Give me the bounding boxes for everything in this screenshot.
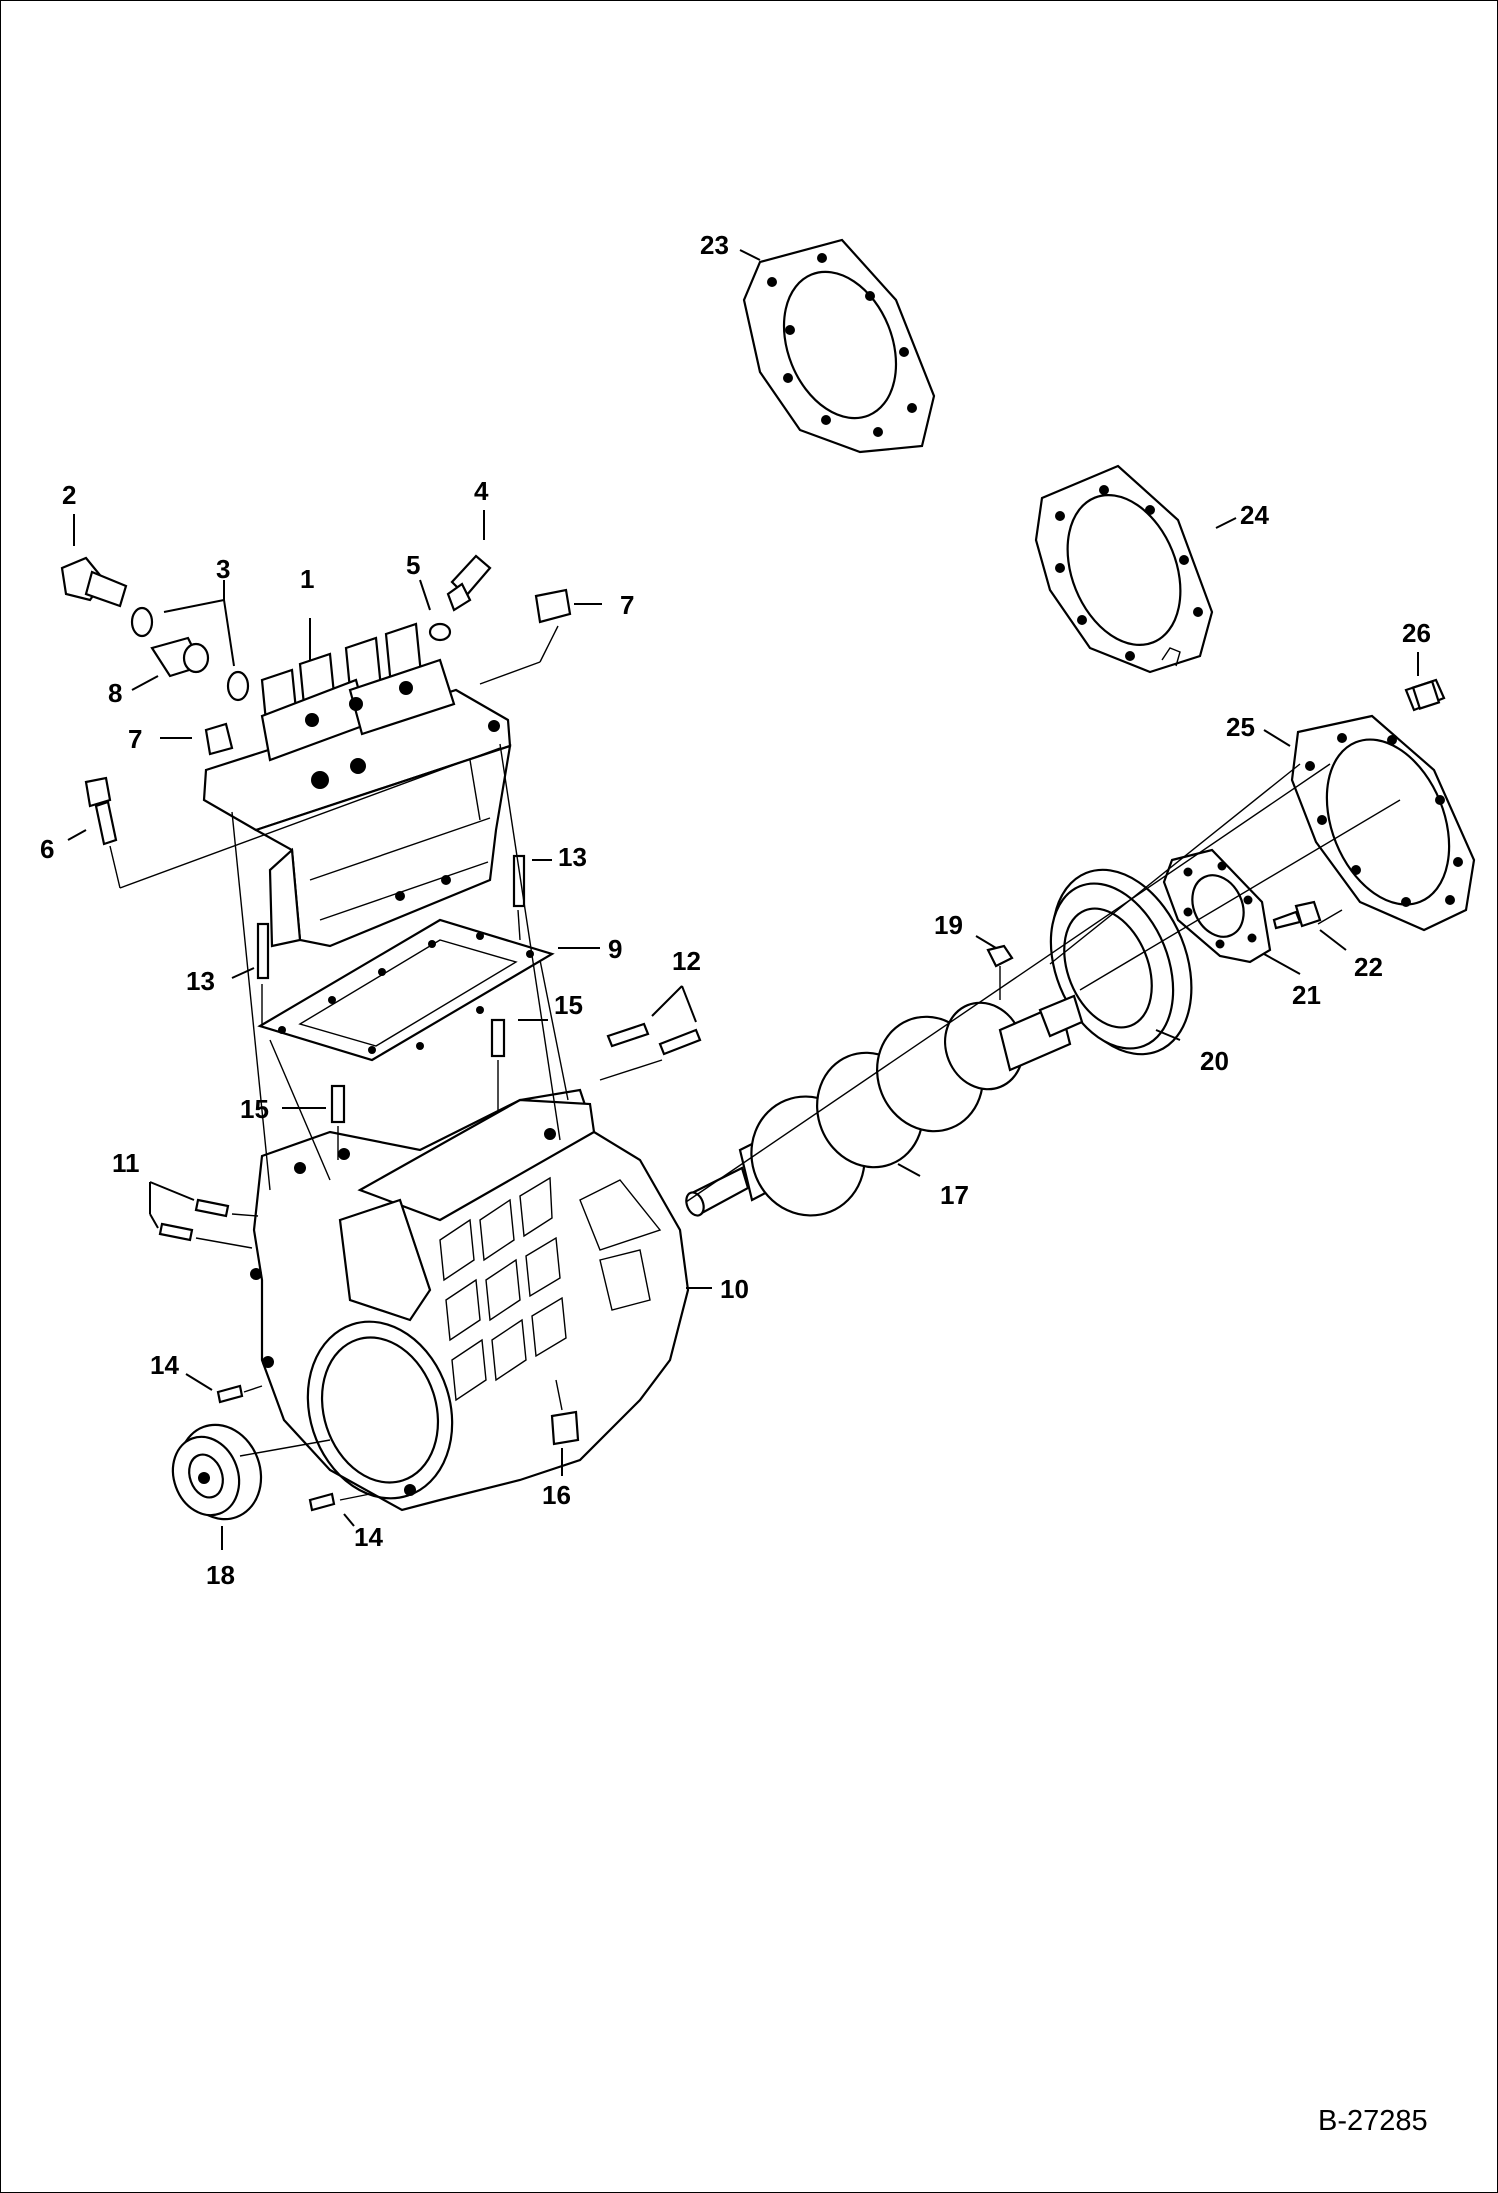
callout-13-right: 13 — [558, 842, 587, 872]
part-5-washer — [428, 622, 452, 642]
callout-24: 24 — [1240, 500, 1269, 530]
part-15-pins — [330, 1018, 506, 1124]
callout-5: 5 — [406, 550, 420, 580]
part-24-gasket-plate — [1034, 464, 1214, 674]
part-1-injection-pump — [202, 622, 512, 948]
callout-25: 25 — [1226, 712, 1255, 742]
part-14-pins — [216, 1384, 336, 1512]
part-16-plug — [550, 1410, 580, 1446]
part-10-gear-case — [250, 1088, 690, 1512]
callout-11: 11 — [112, 1148, 140, 1178]
part-26-bolt — [1404, 678, 1446, 712]
callout-14-bottom: 14 — [354, 1522, 383, 1552]
part-22-bolt — [1272, 900, 1322, 930]
part-13-studs — [256, 854, 526, 980]
callout-10: 10 — [720, 1274, 749, 1304]
part-3-washers — [130, 606, 250, 702]
part-6-bolt — [84, 776, 118, 846]
callout-labels: 1 2 3 4 5 6 7 7 8 9 10 11 12 13 13 14 14… — [40, 230, 1431, 1590]
callout-16: 16 — [542, 1480, 571, 1510]
part-23-gasket-plate — [742, 238, 936, 454]
part-8-banjo-fitting — [150, 636, 210, 678]
part-19-key — [986, 944, 1014, 968]
callout-15-left: 15 — [240, 1094, 269, 1124]
callout-15-right: 15 — [554, 990, 583, 1020]
callout-13-left: 13 — [186, 966, 215, 996]
part-2-banjo-bolt — [60, 556, 128, 608]
callout-22: 22 — [1354, 952, 1383, 982]
part-11-studs — [158, 1198, 230, 1242]
part-4-fitting — [446, 554, 492, 612]
part-25-plate — [1290, 714, 1476, 932]
callout-3: 3 — [216, 554, 230, 584]
callout-9: 9 — [608, 934, 622, 964]
callout-7-left: 7 — [128, 724, 142, 754]
part-17-camshaft — [685, 994, 1084, 1217]
part-7-nuts — [204, 588, 572, 756]
callout-8: 8 — [108, 678, 122, 708]
callout-21: 21 — [1292, 980, 1321, 1010]
callout-26: 26 — [1402, 618, 1431, 648]
callout-20: 20 — [1200, 1046, 1229, 1076]
callout-6: 6 — [40, 834, 54, 864]
callout-23: 23 — [700, 230, 729, 260]
callout-19: 19 — [934, 910, 963, 940]
part-9-gasket — [257, 918, 555, 1062]
part-21-flange-plate — [1162, 848, 1272, 964]
callout-4: 4 — [474, 476, 489, 506]
part-20-oil-seal — [1049, 868, 1193, 1056]
leader-lines — [67, 249, 1419, 1550]
callout-14-left: 14 — [150, 1350, 179, 1380]
part-18-bearing — [171, 1423, 263, 1521]
callout-17: 17 — [940, 1180, 969, 1210]
figure-id: B-27285 — [1318, 2105, 1428, 2137]
callout-7-right: 7 — [620, 590, 634, 620]
callout-18: 18 — [206, 1560, 235, 1590]
callout-2: 2 — [62, 480, 76, 510]
callout-12: 12 — [672, 946, 701, 976]
callout-1: 1 — [300, 564, 314, 594]
part-12-studs — [606, 1022, 702, 1056]
